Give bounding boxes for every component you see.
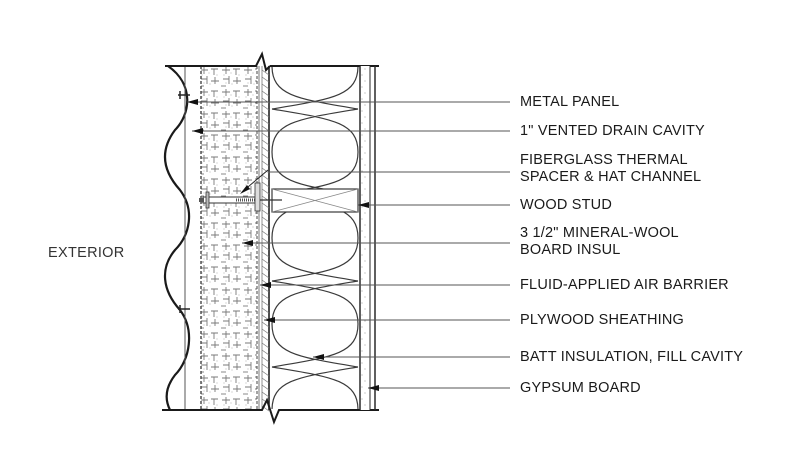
callout-text-line: PLYWOOD SHEATHING (520, 312, 684, 328)
gypsum-board (359, 66, 376, 410)
callout-text-line: GYPSUM BOARD (520, 380, 641, 396)
callout-wood-stud: WOOD STUD (520, 197, 612, 214)
wood-stud (271, 188, 359, 213)
callout-text-line: 3 1/2" MINERAL-WOOL (520, 225, 679, 241)
arrowhead-icon (192, 128, 203, 134)
callout-plywood-sheathing: PLYWOOD SHEATHING (520, 312, 684, 329)
callout-batt-insulation: BATT INSULATION, FILL CAVITY (520, 349, 743, 366)
arrowhead-icon (368, 385, 379, 391)
callout-text-line: BOARD INSUL (520, 242, 621, 258)
callout-text-line: METAL PANEL (520, 94, 620, 110)
callout-text-line: SPACER & HAT CHANNEL (520, 169, 702, 185)
exterior-label: EXTERIOR (48, 245, 125, 261)
fiberglass-spacer-fastener (199, 169, 282, 212)
callout-text-line: 1" VENTED DRAIN CAVITY (520, 123, 705, 139)
callout-air-barrier: FLUID-APPLIED AIR BARRIER (520, 277, 729, 294)
plywood-sheathing (258, 66, 270, 412)
callout-text-line: WOOD STUD (520, 197, 613, 213)
arrowhead-icon (313, 354, 324, 360)
arrowhead-icon (260, 282, 271, 288)
arrowhead-icon (358, 202, 369, 208)
top-cut-line (165, 51, 271, 72)
callout-gypsum-board: GYPSUM BOARD (520, 380, 641, 397)
callout-metal-panel: METAL PANEL (520, 94, 619, 111)
metal-panel (163, 65, 191, 411)
batt-insulation (271, 67, 359, 409)
panel-clips (178, 91, 190, 313)
mineral-wool-board (201, 66, 257, 410)
bottom-cut-line (162, 397, 379, 425)
arrowhead-icon (242, 240, 253, 246)
leader-lines (187, 99, 510, 391)
arrowhead-icon (264, 317, 275, 323)
callout-vented-drain-cavity: 1" VENTED DRAIN CAVITY (520, 123, 705, 140)
callout-text-line: FIBERGLASS THERMAL (520, 152, 688, 168)
callout-text-line: FLUID-APPLIED AIR BARRIER (520, 277, 729, 293)
callout-text-line: BATT INSULATION, FILL CAVITY (520, 349, 744, 365)
arrowhead-icon (187, 99, 198, 105)
